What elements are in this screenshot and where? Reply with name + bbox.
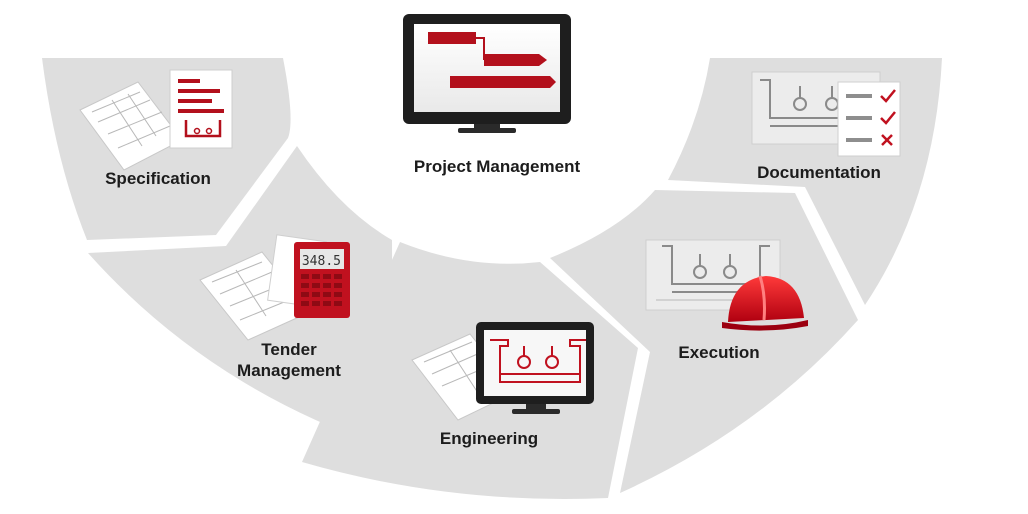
label-execution: Execution: [678, 343, 760, 362]
label-tender-line-1: Tender: [261, 340, 317, 359]
calculator-display: 348.5: [302, 254, 341, 269]
label-specification: Specification: [105, 169, 211, 188]
monitor-gantt-icon: [403, 14, 571, 133]
label-tender-management: Tender Management: [214, 339, 364, 381]
calculator-icon: 348.5: [199, 234, 350, 341]
label-engineering: Engineering: [439, 429, 539, 448]
checklist-icon: [751, 71, 901, 157]
label-project-management: Project Management: [413, 157, 581, 176]
spec-document-icon: [79, 69, 233, 171]
label-tender-line-2: Management: [237, 361, 341, 380]
monitor-drawing-icon: [411, 322, 594, 421]
segment-execution: [550, 190, 858, 493]
hard-hat-icon: [645, 239, 808, 331]
label-documentation: Documentation: [757, 163, 881, 182]
